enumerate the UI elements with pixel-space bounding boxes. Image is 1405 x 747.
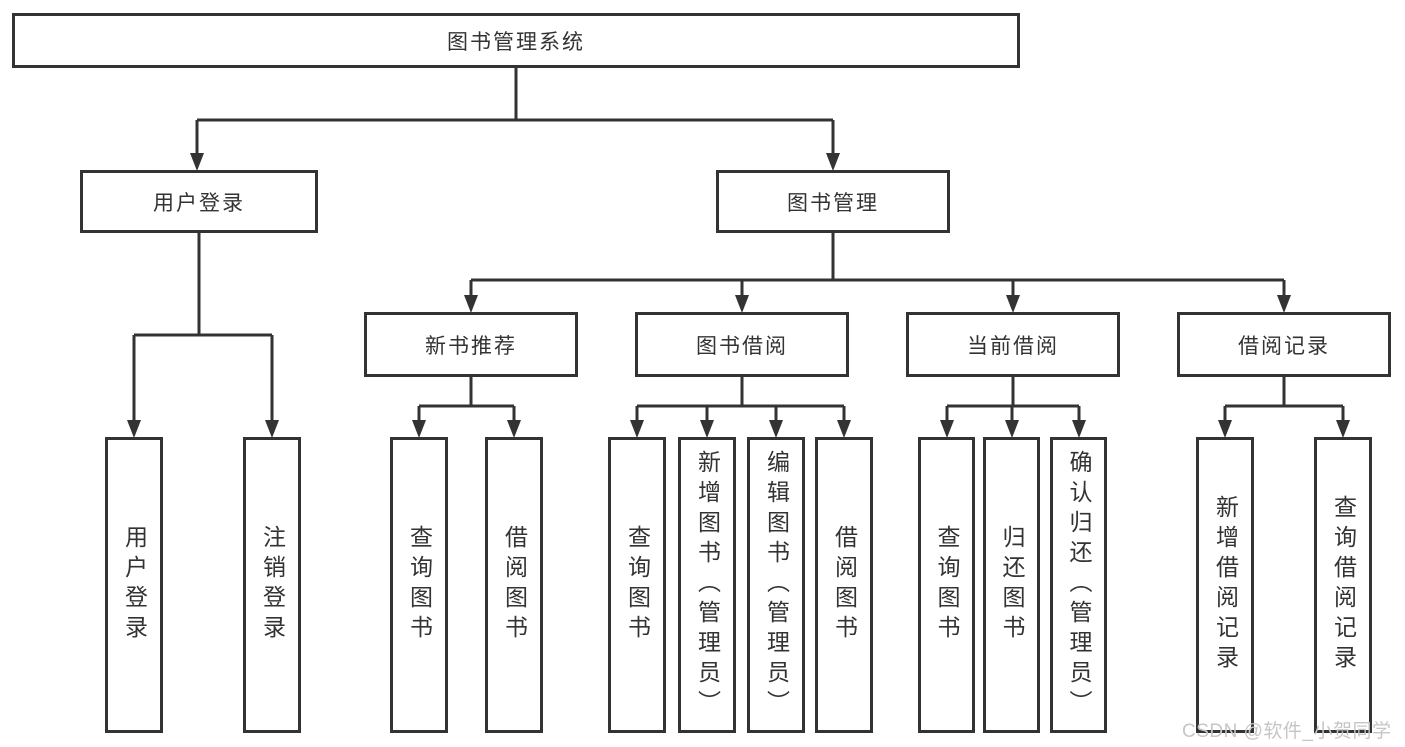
csdn-watermark: CSDN @软件_小贺同学: [1182, 721, 1392, 742]
node-new-book-recommendation: 新书推荐: [364, 312, 578, 377]
leaf-query-books-recommend: 查询图书: [390, 437, 448, 733]
leaf-confirm-return-admin: 确认归还（管理员）: [1050, 437, 1107, 733]
leaf-query-books-current: 查询图书: [918, 437, 975, 733]
node-user-login: 用户登录: [80, 170, 318, 233]
node-borrowing-records: 借阅记录: [1177, 312, 1391, 377]
leaf-query-books-borrowing: 查询图书: [608, 437, 666, 733]
leaf-logout: 注销登录: [243, 437, 301, 733]
leaf-add-borrow-record: 新增借阅记录: [1196, 437, 1254, 733]
leaf-return-books: 归还图书: [983, 437, 1040, 733]
leaf-user-login: 用户登录: [105, 437, 163, 733]
leaf-add-books-admin: 新增图书（管理员）: [678, 437, 736, 733]
leaf-edit-books-admin: 编辑图书（管理员）: [747, 437, 805, 733]
node-book-management: 图书管理: [716, 170, 950, 233]
node-current-borrowing: 当前借阅: [906, 312, 1120, 377]
leaf-borrow-books-borrowing: 借阅图书: [815, 437, 873, 733]
node-library-management-system: 图书管理系统: [12, 13, 1020, 68]
node-book-borrowing: 图书借阅: [635, 312, 849, 377]
leaf-borrow-books-recommend: 借阅图书: [485, 437, 543, 733]
leaf-query-borrow-record: 查询借阅记录: [1314, 437, 1372, 733]
